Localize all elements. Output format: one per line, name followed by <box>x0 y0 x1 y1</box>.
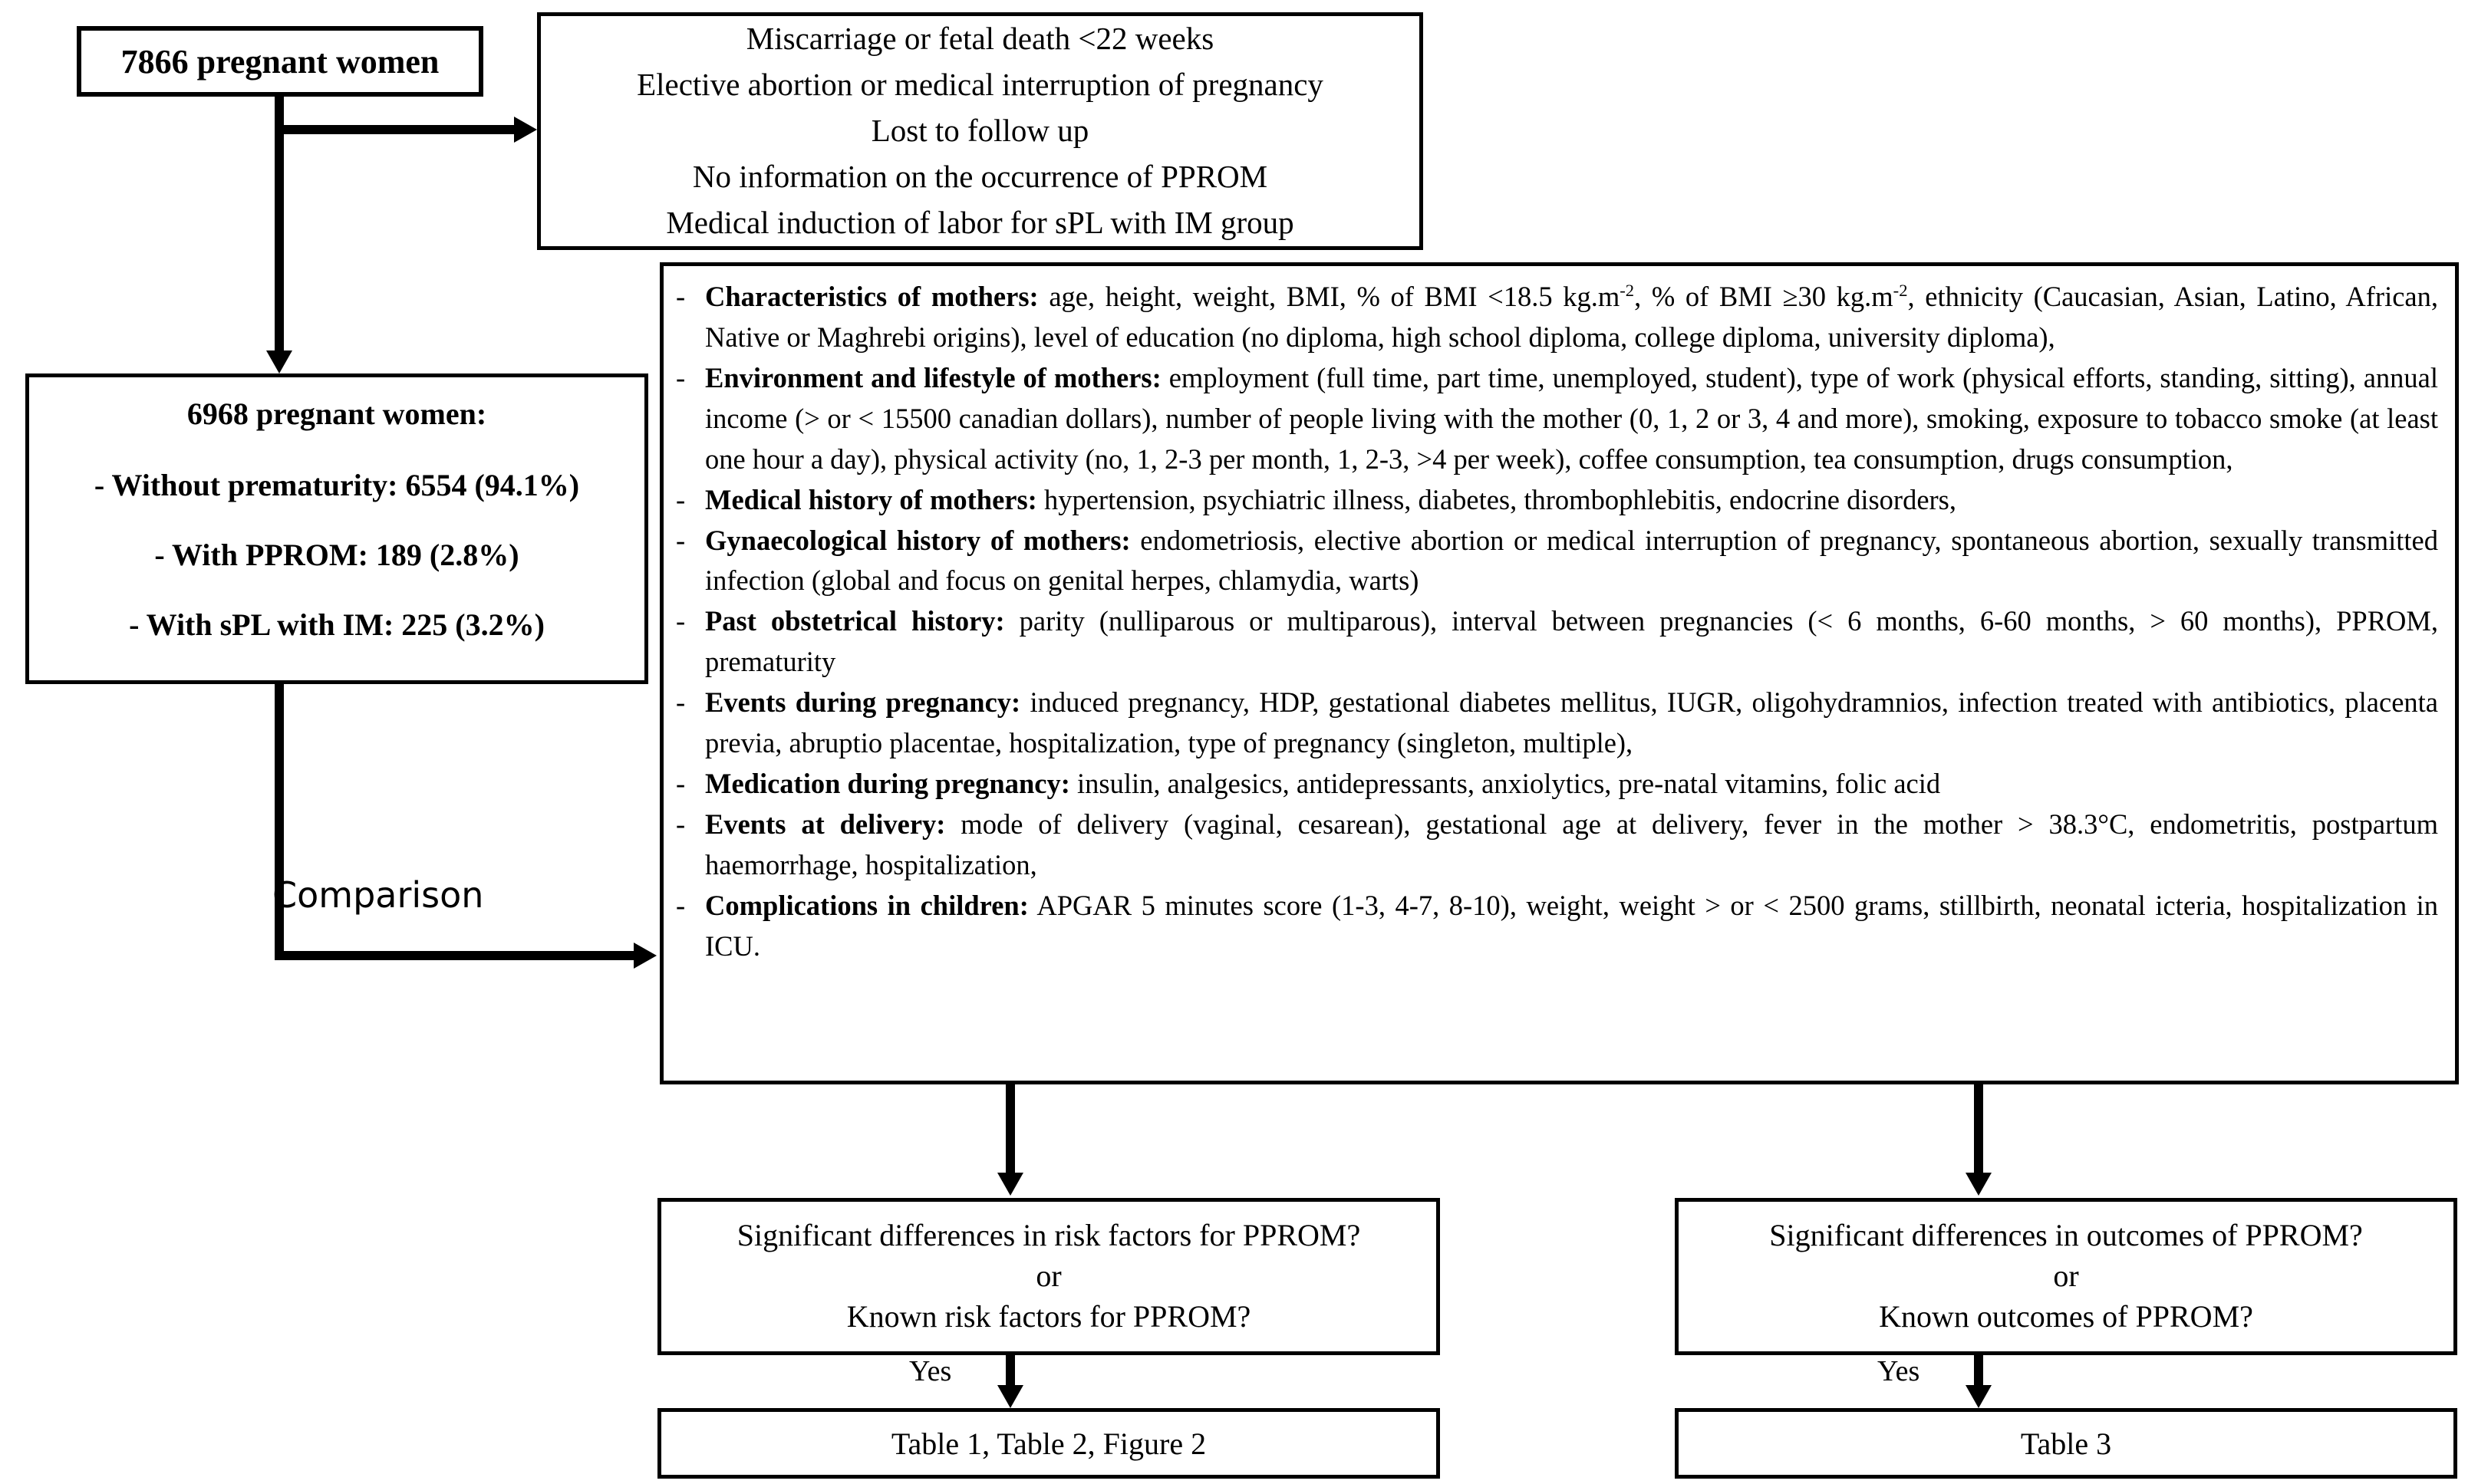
variable-group-events-at-delivery: - Events at delivery: mode of delivery (… <box>676 805 2438 886</box>
box-question-risk-factors: Significant differences in risk factors … <box>657 1198 1440 1355</box>
box-output-tables-left: Table 1, Table 2, Figure 2 <box>657 1408 1440 1479</box>
variable-group-text-1: Environment and lifestyle of mothers: em… <box>705 358 2438 480</box>
bullet-dash-icon: - <box>676 605 686 637</box>
final-cohort-item-without-prematurity: - Without prematurity: 6554 (94.1%) <box>94 468 580 502</box>
variable-heading-2: Medical history of mothers: <box>705 483 1037 515</box>
connector-variables-to-question-right <box>1974 1084 1983 1173</box>
variable-body-7: mode of delivery (vaginal, cesarean), ge… <box>705 808 2438 880</box>
variable-group-text-0: Characteristics of mothers: age, height,… <box>705 277 2438 358</box>
variable-heading-3: Gynaecological history of mothers: <box>705 524 1131 556</box>
exclusion-line-4: No information on the occurrence of PPRO… <box>692 158 1268 194</box>
variable-group-text-7: Events at delivery: mode of delivery (va… <box>705 805 2438 886</box>
variable-group-text-5: Events during pregnancy: induced pregnan… <box>705 683 2438 764</box>
connector-comparison-to-variables <box>275 951 634 960</box>
arrowhead-to-output-left <box>997 1385 1023 1408</box>
bullet-dash-icon: - <box>676 889 686 921</box>
connector-stem-initial <box>275 97 284 350</box>
exclusion-line-3: Lost to follow up <box>871 113 1089 149</box>
box-final-cohort: 6968 pregnant women: - Without prematuri… <box>25 373 648 684</box>
question-left-line-2: or <box>1036 1259 1062 1294</box>
box-study-variables: - Characteristics of mothers: age, heigh… <box>660 262 2459 1084</box>
variable-group-events-during-pregnancy: - Events during pregnancy: induced pregn… <box>676 683 2438 764</box>
arrowhead-to-variables <box>634 943 657 969</box>
box-exclusion-criteria: Miscarriage or fetal death <22 weeks Ele… <box>537 12 1423 250</box>
variable-body-8: APGAR 5 minutes score (1-3, 4-7, 8-10), … <box>705 889 2438 962</box>
bullet-dash-icon: - <box>676 524 686 556</box>
final-cohort-item-with-pprom: - With PPROM: 189 (2.8%) <box>154 538 519 572</box>
variable-body-4: parity (nulliparous or multiparous), int… <box>705 605 2438 678</box>
arrowhead-to-exclusions <box>514 117 537 143</box>
bullet-dash-icon: - <box>676 281 686 312</box>
variable-body-1: employment (full time, part time, unempl… <box>705 361 2438 475</box>
variable-group-text-4: Past obstetrical history: parity (nullip… <box>705 601 2438 683</box>
output-right-label: Table 3 <box>2020 1426 2112 1461</box>
connector-branch-to-exclusions <box>275 125 514 134</box>
box-output-tables-right: Table 3 <box>1675 1408 2457 1479</box>
variable-heading-8: Complications in children: <box>705 889 1029 921</box>
variable-heading-5: Events during pregnancy: <box>705 686 1021 719</box>
variable-group-text-2: Medical history of mothers: hypertension… <box>705 480 2438 521</box>
bullet-dash-icon: - <box>676 361 686 393</box>
variable-group-text-8: Complications in children: APGAR 5 minut… <box>705 886 2438 967</box>
connector-question-left-to-output <box>1006 1355 1015 1387</box>
variable-group-characteristics: - Characteristics of mothers: age, heigh… <box>676 277 2438 358</box>
arrowhead-to-output-right <box>1966 1385 1992 1408</box>
final-cohort-header: 6968 pregnant women: <box>186 397 487 431</box>
variable-heading-0: Characteristics of mothers: <box>705 281 1039 312</box>
variable-group-text-3: Gynaecological history of mothers: endom… <box>705 521 2438 602</box>
variable-group-medical-history: - Medical history of mothers: hypertensi… <box>676 480 2438 521</box>
box-initial-cohort: 7866 pregnant women <box>77 26 483 97</box>
variable-group-environment: - Environment and lifestyle of mothers: … <box>676 358 2438 480</box>
question-left-line-1: Significant differences in risk factors … <box>736 1218 1361 1253</box>
connector-stem-final-cohort <box>275 684 284 951</box>
initial-cohort-label: 7866 pregnant women <box>120 42 440 81</box>
question-right-line-1: Significant differences in outcomes of P… <box>1769 1218 2363 1253</box>
connector-variables-to-question-left <box>1006 1084 1015 1173</box>
bullet-dash-icon: - <box>676 686 686 719</box>
variable-heading-1: Environment and lifestyle of mothers: <box>705 361 1162 393</box>
box-question-outcomes: Significant differences in outcomes of P… <box>1675 1198 2457 1355</box>
yes-label-right: Yes <box>1877 1355 1920 1387</box>
variable-body-0: age, height, weight, BMI, % of BMI <18.5… <box>705 280 2438 353</box>
variable-heading-7: Events at delivery: <box>705 808 946 840</box>
variable-group-text-6: Medication during pregnancy: insulin, an… <box>705 764 2438 805</box>
bullet-dash-icon: - <box>676 768 686 800</box>
variable-body-2: hypertension, psychiatric illness, diabe… <box>1036 483 1956 515</box>
variable-heading-4: Past obstetrical history: <box>705 605 1005 637</box>
exclusion-line-5: Medical induction of labor for sPL with … <box>666 204 1294 240</box>
variable-group-gynaecological-history: - Gynaecological history of mothers: end… <box>676 521 2438 602</box>
arrowhead-to-final-cohort <box>266 350 292 373</box>
variable-body-3: endometriosis, elective abortion or medi… <box>705 524 2438 597</box>
variable-group-past-obstetrical-history: - Past obstetrical history: parity (null… <box>676 601 2438 683</box>
bullet-dash-icon: - <box>676 808 686 840</box>
exclusion-line-2: Elective abortion or medical interruptio… <box>637 67 1323 103</box>
comparison-label: Comparison <box>272 874 484 916</box>
variable-heading-6: Medication during pregnancy: <box>705 768 1070 800</box>
final-cohort-item-with-spl-im: - With sPL with IM: 225 (3.2%) <box>129 607 545 642</box>
question-right-line-3: Known outcomes of PPROM? <box>1879 1298 2253 1334</box>
exclusion-line-1: Miscarriage or fetal death <22 weeks <box>746 21 1214 57</box>
question-right-line-2: or <box>2053 1259 2079 1294</box>
variable-body-5: induced pregnancy, HDP, gestational diab… <box>705 686 2438 759</box>
variable-body-6: insulin, analgesics, antidepressants, an… <box>1069 768 1941 800</box>
variable-group-medication-during-pregnancy: - Medication during pregnancy: insulin, … <box>676 764 2438 805</box>
variable-group-complications-in-children: - Complications in children: APGAR 5 min… <box>676 886 2438 967</box>
output-left-label: Table 1, Table 2, Figure 2 <box>891 1426 1207 1461</box>
arrowhead-to-question-right <box>1966 1173 1992 1196</box>
connector-question-right-to-output <box>1974 1355 1983 1387</box>
arrowhead-to-question-left <box>997 1173 1023 1196</box>
bullet-dash-icon: - <box>676 483 686 515</box>
yes-label-left: Yes <box>909 1355 952 1387</box>
question-left-line-3: Known risk factors for PPROM? <box>846 1298 1251 1334</box>
